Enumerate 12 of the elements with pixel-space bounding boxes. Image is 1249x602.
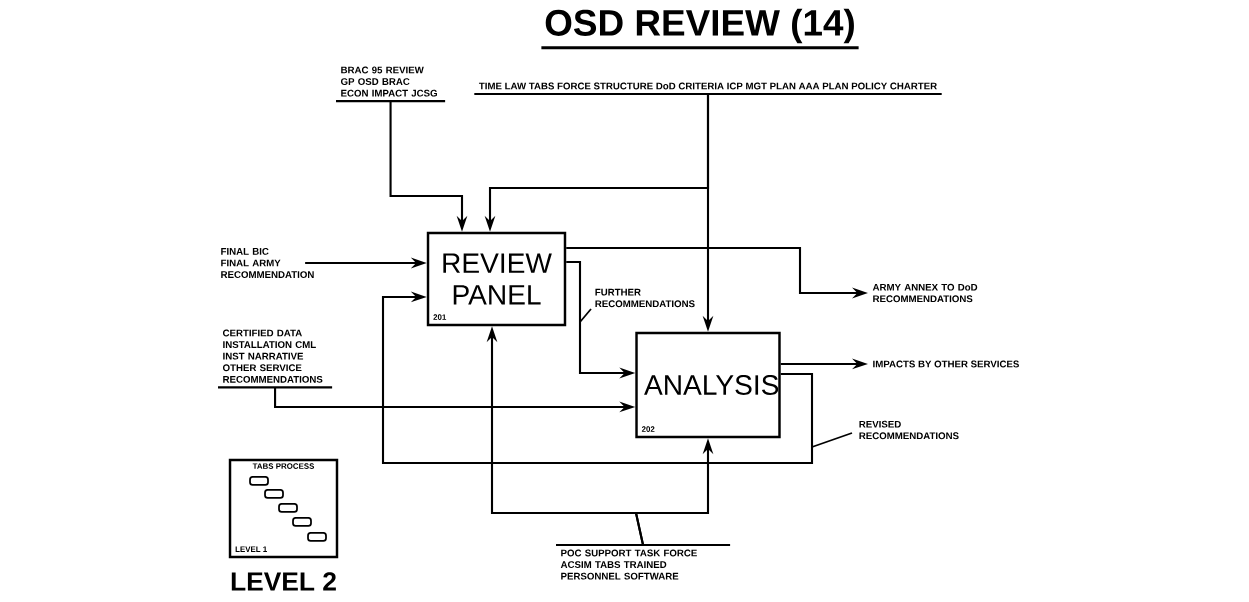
output-label: IMPACTS BY OTHER SERVICES: [873, 360, 1019, 368]
edge-label: REVISED RECOMMENDATIONS: [859, 420, 959, 440]
arrow: [381, 291, 814, 465]
mechanism-label: POC SUPPORT TASK FORCE ACSIM TABS TRAINED PERSONNEL SOFTWARE: [556, 543, 731, 580]
control-label: TIME LAW TABS FORCE STRUCTURE DoD CRITERIA ICP MGT PLAN AAA PLAN POLICY CHARTER: [474, 82, 942, 96]
title: OSD REVIEW (14): [541, 8, 859, 50]
level-label: LEVEL 2: [231, 572, 336, 591]
input-label: CERTIFIED DATA INSTALLATION CML INST NARRATIVE OTHER SERVICE RECOMMENDATIONS: [218, 329, 333, 389]
input-label: BRAC 95 REVIEW GP OSD BRAC ECON IMPACT JCSG: [336, 66, 446, 103]
output-label: ARMY ANNEX TO DoD RECOMMENDATIONS: [872, 283, 978, 303]
edge-label: FURTHER RECOMMENDATIONS: [595, 288, 695, 308]
input-label: FINAL BIC FINAL ARMY RECOMMENDATION: [221, 248, 314, 278]
